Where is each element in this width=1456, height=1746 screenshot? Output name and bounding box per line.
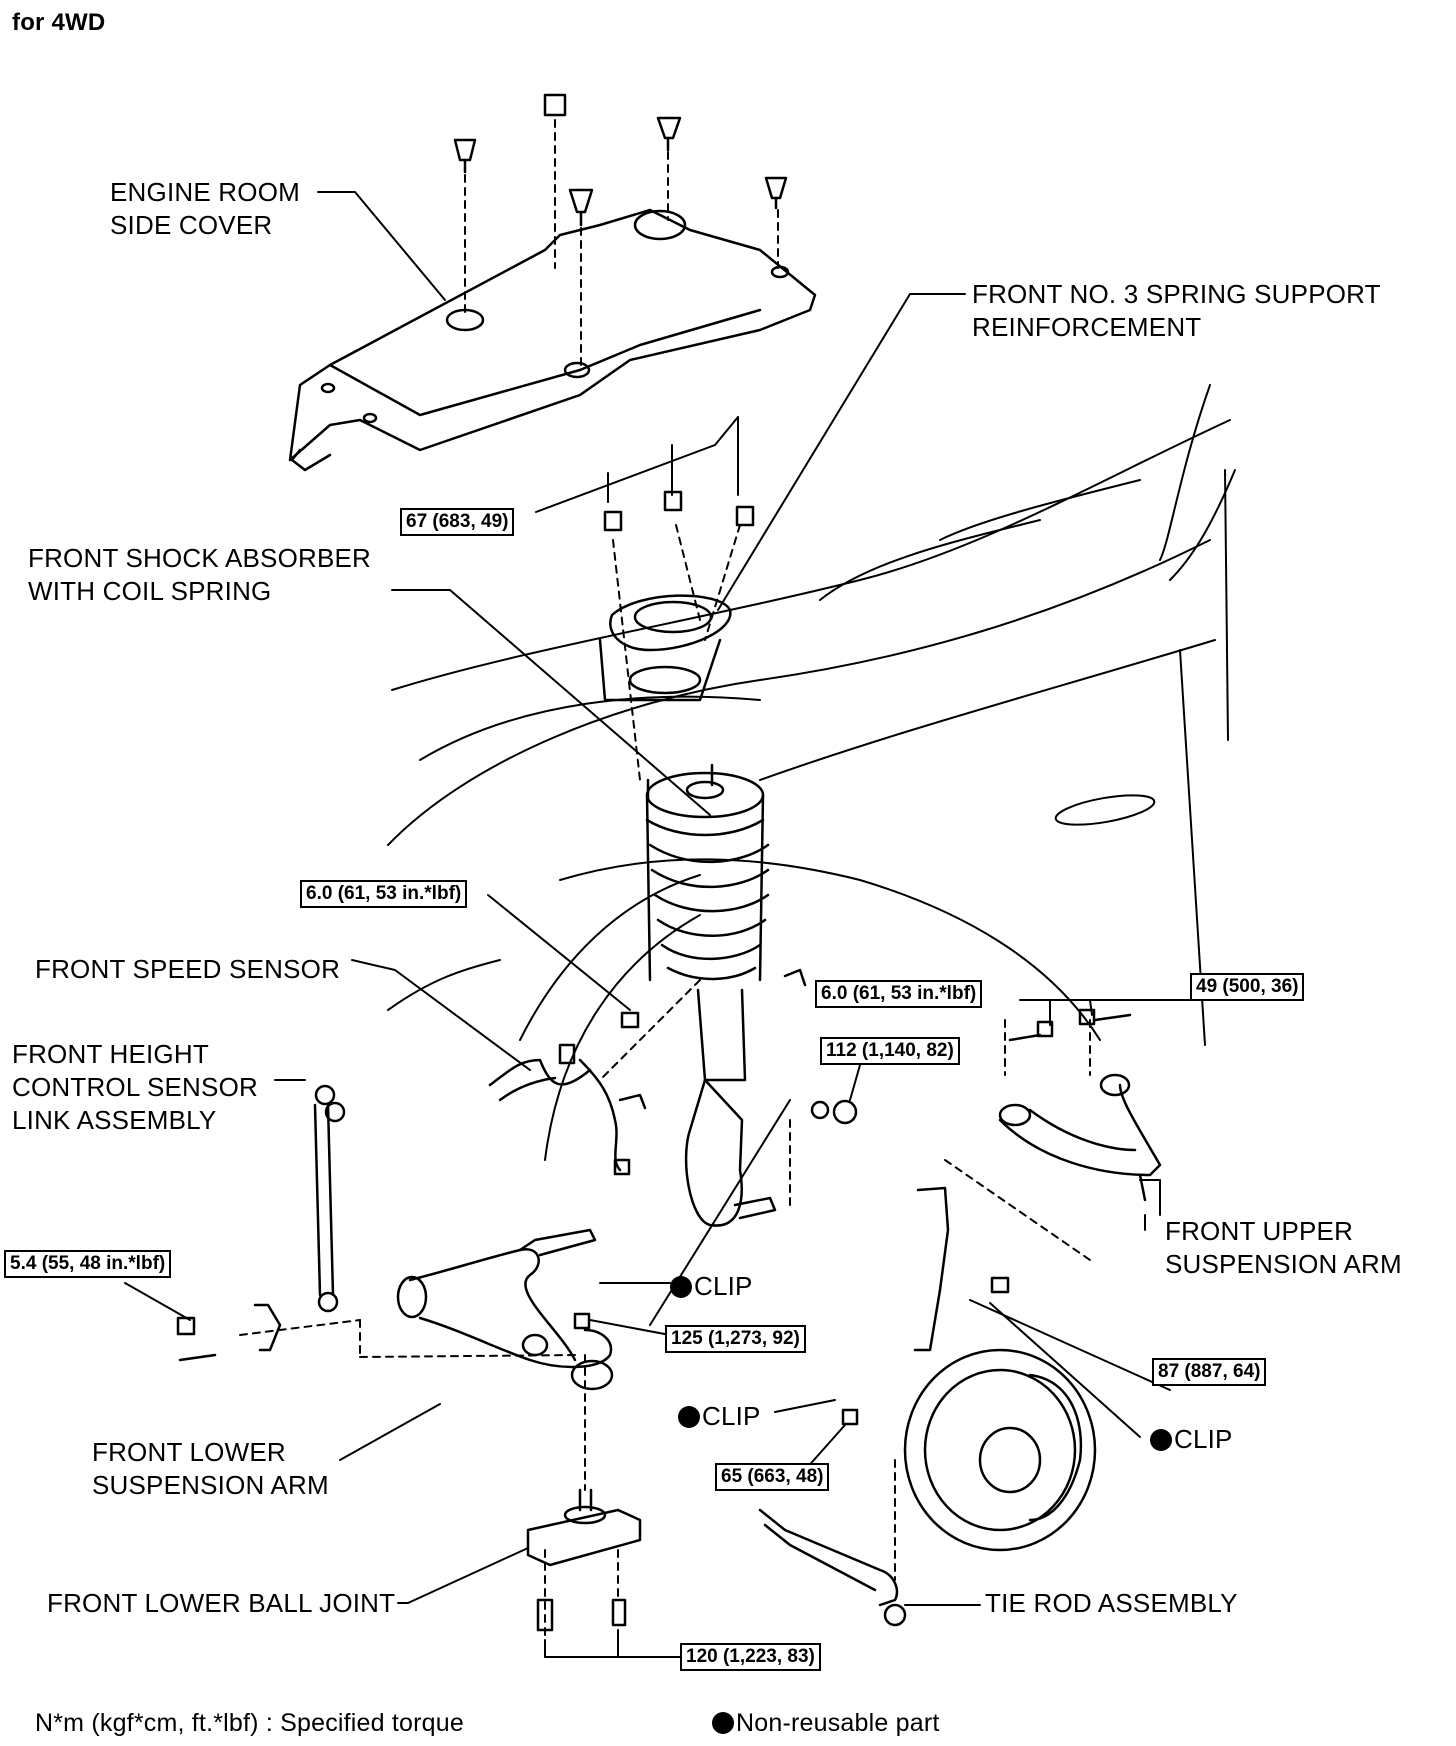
- spring-support-reinforcement-drawing: [598, 594, 732, 702]
- label-height-control-sensor: FRONT HEIGHT CONTROL SENSOR LINK ASSEMBL…: [12, 1038, 258, 1137]
- label-line: CONTROL SENSOR: [12, 1072, 258, 1102]
- torque-spec-112: 112 (1,140, 82): [820, 1037, 960, 1065]
- speed-sensor-drawing: [488, 1043, 647, 1176]
- clip-text: CLIP: [702, 1401, 761, 1431]
- label-line: FRONT HEIGHT: [12, 1039, 209, 1069]
- label-line: SIDE COVER: [110, 210, 273, 240]
- label-clip-lower-arm: CLIP: [670, 1270, 753, 1303]
- upper-arm-drawing: [998, 1008, 1162, 1202]
- torque-spec-120: 120 (1,223, 83): [680, 1643, 821, 1671]
- label-shock-absorber: FRONT SHOCK ABSORBER WITH COIL SPRING: [28, 542, 371, 608]
- torque-spec-49: 49 (500, 36): [1190, 973, 1305, 1001]
- clip-text: CLIP: [1174, 1424, 1233, 1454]
- label-lower-suspension-arm: FRONT LOWER SUSPENSION ARM: [92, 1436, 329, 1502]
- label-engine-room-side-cover: ENGINE ROOM SIDE COVER: [110, 176, 300, 242]
- label-line: FRONT SHOCK ABSORBER: [28, 543, 372, 573]
- label-line: REINFORCEMENT: [972, 312, 1202, 342]
- height-sensor-link-drawing: [176, 1084, 346, 1362]
- label-upper-suspension-arm: FRONT UPPER SUSPENSION ARM: [1165, 1215, 1402, 1281]
- upper-nuts: [603, 490, 755, 532]
- label-line: ENGINE ROOM: [110, 177, 300, 207]
- torque-spec-6-strut: 6.0 (61, 53 in.*lbf): [815, 980, 983, 1008]
- tie-rod-drawing: [758, 1508, 907, 1627]
- legend-non-reusable: Non-reusable part: [712, 1707, 940, 1740]
- lower-arm-drawing: [396, 1228, 614, 1391]
- label-front-speed-sensor: FRONT SPEED SENSOR: [35, 954, 341, 984]
- cover-clips: [453, 93, 788, 227]
- legend-non-reusable-text: Non-reusable part: [736, 1709, 940, 1737]
- legend-specified-torque: N*m (kgf*cm, ft.*lbf) : Specified torque: [35, 1709, 464, 1737]
- label-tie-rod-assembly: TIE ROD ASSEMBLY: [985, 1588, 1238, 1618]
- label-line: FRONT UPPER: [1165, 1216, 1354, 1246]
- torque-spec-87: 87 (887, 64): [1152, 1358, 1267, 1386]
- torque-spec-5-4: 5.4 (55, 48 in.*lbf): [4, 1250, 172, 1278]
- leader-lines: [124, 191, 1191, 1658]
- torque-spec-6-speed-sensor: 6.0 (61, 53 in.*lbf): [300, 880, 468, 908]
- non-reusable-dot-icon: [678, 1406, 700, 1428]
- non-reusable-dot-icon: [670, 1276, 692, 1298]
- torque-spec-65: 65 (663, 48): [715, 1463, 830, 1491]
- engine-room-side-cover-drawing: [288, 208, 817, 472]
- label-lower-ball-joint: FRONT LOWER BALL JOINT: [47, 1588, 396, 1618]
- label-clip-tie-rod: CLIP: [678, 1400, 761, 1433]
- shock-absorber-drawing: [645, 763, 777, 1227]
- dashed-guides: [239, 119, 1091, 1641]
- label-line: LINK ASSEMBLY: [12, 1105, 217, 1135]
- torque-spec-67: 67 (683, 49): [400, 508, 515, 536]
- non-reusable-dot-icon: [712, 1712, 734, 1734]
- lower-ball-joint-drawing: [526, 1488, 642, 1632]
- torque-spec-125: 125 (1,273, 92): [665, 1325, 806, 1353]
- bolts-misc: [620, 968, 858, 1125]
- label-line: SUSPENSION ARM: [1165, 1249, 1402, 1279]
- clip-text: CLIP: [694, 1271, 753, 1301]
- label-line: SUSPENSION ARM: [92, 1470, 329, 1500]
- non-reusable-dot-icon: [1150, 1429, 1172, 1451]
- label-line: WITH COIL SPRING: [28, 576, 272, 606]
- knuckle-rotor-drawing: [841, 1186, 1097, 1552]
- vehicle-body-outline: [387, 384, 1236, 1161]
- label-clip-knuckle: CLIP: [1150, 1423, 1233, 1456]
- label-line: FRONT NO. 3 SPRING SUPPORT: [972, 279, 1381, 309]
- page-title: for 4WD: [12, 9, 106, 36]
- label-spring-support-reinforcement: FRONT NO. 3 SPRING SUPPORT REINFORCEMENT: [972, 278, 1381, 344]
- label-line: FRONT LOWER: [92, 1437, 286, 1467]
